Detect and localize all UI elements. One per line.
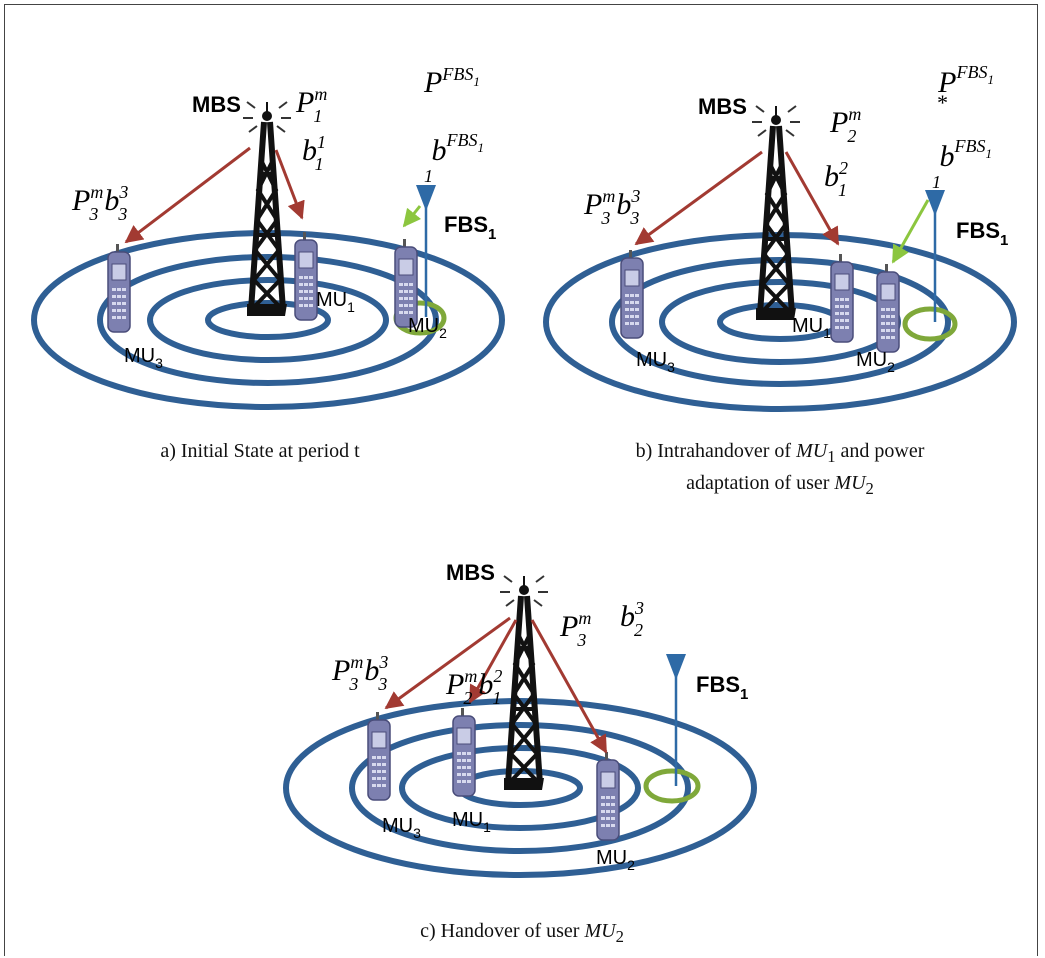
panel-c-mbs-label: MBS (446, 560, 495, 585)
panel-b-mu1-phone-icon (830, 253, 854, 343)
panel-b-caption: b) Intrahandover of MU1 and power adapta… (560, 438, 1000, 502)
panel-c-mbs-tower-icon (500, 576, 548, 790)
panel-b-fbs-coverage (902, 306, 958, 342)
panel-a-fbs1-label: FBS1 (444, 212, 496, 243)
panel-c-link-mbs-mu2 (530, 619, 608, 754)
panel-c-mu1-label: MU1 (452, 809, 491, 835)
panel-b-link-mbs-mu3 (634, 150, 763, 246)
panel-c-mu2-label: MU2 (596, 847, 635, 873)
panel-a-link-fbs-mu2 (402, 205, 422, 228)
panel-a-link-mbs-mu1 (274, 149, 305, 220)
panel-a-mbs-tower-icon (243, 102, 291, 316)
panel-b-mbs-tower-icon (752, 106, 800, 320)
panel-c-mu1-phone-icon (452, 707, 476, 797)
panel-a-pfbs1-label: PFBS1 (423, 64, 480, 99)
panel-a-mu3-phone-icon (107, 243, 131, 333)
panel-a-mbs-label: MBS (192, 92, 241, 117)
panel-c-fbs1-label: FBS1 (696, 672, 748, 703)
panel-c-caption: c) Handover of user MU2 (420, 920, 624, 946)
panel-b-link-mbs-mu1 (784, 151, 840, 246)
panel-a-mu2-phone-icon (394, 238, 418, 328)
panel-b-fbs1-label: FBS1 (956, 218, 1008, 249)
panel-b-mu2-label: MU2 (856, 349, 895, 375)
panel-b-pstar-fbs1-label: PFBS1* (936, 62, 994, 115)
panel-b-caption-line1: b) Intrahandover of MU1 and power (635, 440, 925, 466)
panel-b-mu3-phone-icon (620, 249, 644, 339)
panel-b-caption-line2: adaptation of user MU2 (686, 472, 874, 498)
panel-c-link-mbs-mu3 (384, 616, 511, 710)
panel-b-mu2-phone-icon (876, 263, 900, 353)
panel-b-mu1-label: MU1 (792, 315, 831, 341)
panel-c-mu3-label: MU3 (382, 815, 421, 841)
panel-c-link-mbs-mu1 (468, 619, 518, 704)
panel-a-mu2-label: MU2 (408, 315, 447, 341)
panel-c-mu3-phone-icon (367, 711, 391, 801)
figure-frame (4, 4, 1038, 956)
panel-a-mu1-label: MU1 (316, 289, 355, 315)
panel-b-mbs-label: MBS (698, 94, 747, 119)
panel-a-mu3-label: MU3 (124, 345, 163, 371)
panel-c-fbs-coverage (643, 768, 701, 804)
panel-a-link-mbs-mu3 (124, 146, 251, 244)
panel-c-mu2-phone-icon (596, 751, 620, 841)
panel-b-mu3-label: MU3 (636, 349, 675, 375)
panel-a-mu1-phone-icon (294, 231, 318, 321)
panel-b-link-fbs-mu2 (891, 199, 930, 264)
panel-a-caption: a) Initial State at period t (160, 440, 360, 462)
